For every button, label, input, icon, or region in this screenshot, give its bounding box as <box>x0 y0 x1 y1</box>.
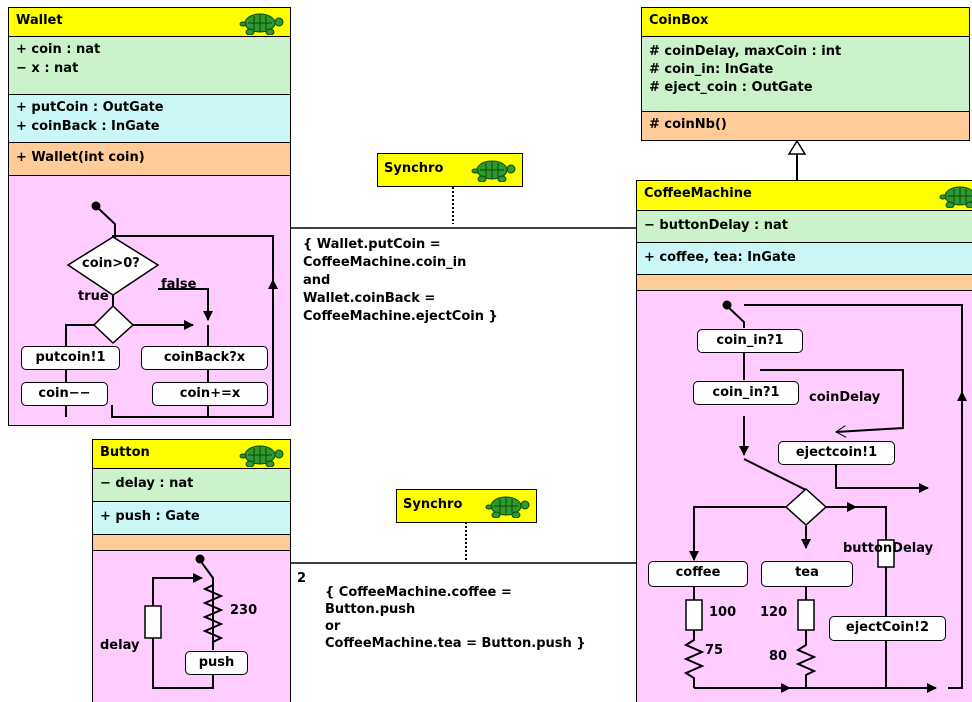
tea-delay-value: 120 <box>760 605 788 620</box>
coinbox-header: CoinBox <box>642 8 969 37</box>
constraint-line: CoffeeMachine.tea = Button.push } <box>325 636 586 651</box>
button-header: Button <box>93 440 290 469</box>
tea-bound-value: 80 <box>769 649 788 664</box>
attribute-row: − buttonDelay : nat <box>644 218 788 233</box>
gate-row: + putCoin : OutGate <box>16 100 164 115</box>
attribute-row: # coinDelay, maxCoin : int <box>649 44 842 59</box>
false-branch-label: false <box>161 277 197 292</box>
initial-dot <box>722 300 732 310</box>
constraint-line: Button.push <box>325 602 416 617</box>
wallet-class: Wallet + coin : nat − x : nat + putCoin … <box>8 7 291 426</box>
decision-node <box>66 236 160 296</box>
junction-node <box>784 487 828 527</box>
constraint-line: CoffeeMachine.ejectCoin } <box>303 309 498 324</box>
coffee-machine-header: CoffeeMachine <box>637 181 972 211</box>
turtle-icon <box>485 496 530 518</box>
button-behavior <box>93 551 290 702</box>
attribute-row: − delay : nat <box>100 476 194 491</box>
coffee-delay-value: 100 <box>709 605 737 620</box>
delay-node <box>797 599 815 631</box>
button-delay-label: buttonDelay <box>843 541 934 556</box>
coffee-machine-methods <box>637 275 972 291</box>
initial-dot <box>195 554 205 564</box>
tea-node: tea <box>761 561 853 587</box>
gate-row: + coinBack : InGate <box>16 119 160 134</box>
constraint-line: { CoffeeMachine.coffee = <box>325 585 512 600</box>
method-row: + Wallet(int coin) <box>16 150 145 165</box>
coffee-machine-attributes: − buttonDelay : nat <box>637 211 972 243</box>
coinbox-class: CoinBox # coinDelay, maxCoin : int # coi… <box>641 7 970 141</box>
attribute-row: # eject_coin : OutGate <box>649 80 813 95</box>
constraint-line: { Wallet.putCoin = <box>303 237 441 252</box>
button-methods <box>93 535 290 551</box>
constraint-line: Wallet.coinBack = <box>303 291 436 306</box>
decision-condition-label: coin>0? <box>82 256 140 271</box>
button-title: Button <box>100 445 150 460</box>
attribute-row: − x : nat <box>16 61 79 76</box>
coffee-bound-value: 75 <box>705 643 724 658</box>
constraint-line: or <box>325 619 341 634</box>
wallet-methods: + Wallet(int coin) <box>9 143 290 176</box>
synchro-constraint: { CoffeeMachine.coffee = Button.push or … <box>325 584 586 652</box>
coin-in-node-1: coin_in?1 <box>697 329 803 353</box>
coinbox-title: CoinBox <box>649 13 709 28</box>
delay-node <box>685 599 703 631</box>
wallet-attributes: + coin : nat − x : nat <box>9 37 290 95</box>
button-delay-label: delay <box>100 638 140 653</box>
synchro-box: Synchro <box>396 489 537 523</box>
junction-node <box>92 304 135 345</box>
synchro-constraint: { Wallet.putCoin = CoffeeMachine.coin_in… <box>303 236 498 326</box>
button-delay-value: 230 <box>230 603 258 618</box>
coin-increment-node: coin+=x <box>152 382 268 406</box>
wallet-gates: + putCoin : OutGate + coinBack : InGate <box>9 95 290 143</box>
synchro-box: Synchro <box>377 153 523 187</box>
putcoin-node: putcoin!1 <box>21 346 120 370</box>
coffee-machine-title: CoffeeMachine <box>644 186 752 201</box>
ejectcoin1-node: ejectcoin!1 <box>778 441 895 465</box>
coinbox-methods: # coinNb() <box>642 112 969 140</box>
gate-row: + push : Gate <box>100 509 200 524</box>
wallet-title: Wallet <box>16 13 63 28</box>
initial-dot <box>91 201 101 211</box>
constraint-line: CoffeeMachine.coin_in <box>303 255 467 270</box>
synchro-title: Synchro <box>403 497 463 512</box>
push-node: push <box>185 651 248 675</box>
method-row: # coinNb() <box>649 117 727 132</box>
gate-row: + coffee, tea: InGate <box>644 250 796 265</box>
ejectcoin2-node: ejectCoin!2 <box>829 616 946 641</box>
synchro-arity: 2 <box>297 571 307 586</box>
coffee-node: coffee <box>648 561 748 587</box>
button-attributes: − delay : nat <box>93 469 290 502</box>
attribute-row: + coin : nat <box>16 42 101 57</box>
coin-delay-label: coinDelay <box>809 390 881 405</box>
turtle-icon <box>471 160 516 182</box>
true-branch-label: true <box>78 289 109 304</box>
wallet-header: Wallet <box>9 8 290 37</box>
delay-node <box>144 605 162 639</box>
constraint-line: and <box>303 273 331 288</box>
button-gates: + push : Gate <box>93 502 290 535</box>
coinback-node: coinBack?x <box>141 346 268 370</box>
attribute-row: # coin_in: InGate <box>649 62 774 77</box>
coffee-machine-gates: + coffee, tea: InGate <box>637 243 972 275</box>
coin-decrement-node: coin−− <box>21 382 108 406</box>
delay-node <box>877 539 895 568</box>
coin-in-node-2: coin_in?1 <box>693 381 799 405</box>
button-class: Button − delay : nat + push : Gate <box>92 439 291 702</box>
coinbox-attributes: # coinDelay, maxCoin : int # coin_in: In… <box>642 37 969 112</box>
synchro-title: Synchro <box>384 161 444 176</box>
